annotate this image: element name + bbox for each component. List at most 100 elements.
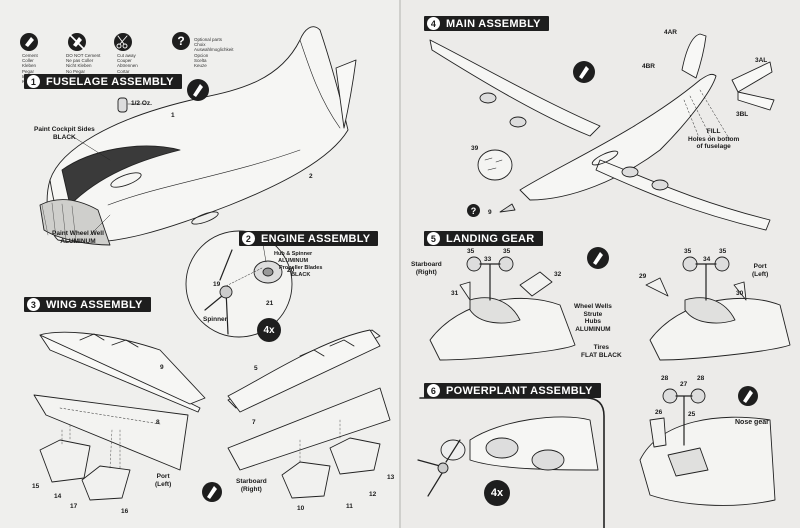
note-line: BLACK [291, 271, 311, 278]
note-line: Paint Cockpit Sides [34, 126, 95, 133]
part-number: 25 [688, 411, 696, 418]
part-number: 4BR [642, 63, 656, 70]
legend-line: Cement [22, 53, 38, 58]
step-title: MAIN ASSEMBLY [446, 17, 541, 30]
note-line: FLAT BLACK [581, 351, 622, 359]
legend-optional-parts: Optional parts Choix Auswahlmoglichkeit … [194, 37, 234, 68]
landing-gear-drawing [429, 256, 791, 361]
part-number: 39 [471, 145, 479, 152]
part-number: 9 [160, 364, 164, 371]
part-number: 35 [684, 248, 692, 255]
wing-cement-icon [202, 482, 222, 502]
nose-gear-label: Nose gear [735, 419, 769, 426]
note-line: Propeller Blades [279, 265, 323, 271]
step-title: LANDING GEAR [446, 232, 535, 245]
part-number: 35 [503, 248, 511, 255]
do-not-cement-icon [68, 33, 86, 51]
port-wing-label: Port (Left) [155, 473, 171, 488]
landing-paint-icon [587, 247, 609, 269]
part-number: 3BL [736, 111, 749, 118]
part-number: 26 [655, 409, 663, 416]
legend-line: Abtrennen [117, 63, 138, 69]
label-line: (Left) [155, 480, 172, 488]
step-6-header: 6 POWERPLANT ASSEMBLY [424, 383, 601, 398]
label-line: Port [753, 263, 767, 270]
step-number: 2 [242, 232, 255, 245]
note-line: ALUMINUM [60, 237, 96, 245]
note-line: Holes on bottom [688, 135, 740, 143]
part-number: 21 [266, 300, 274, 307]
step-1-header: 1 FUSELAGE ASSEMBLY [24, 74, 182, 89]
fuselage-paint-icon [187, 79, 209, 101]
main-paint-icon [573, 61, 595, 83]
step-2-header: 2 ENGINE ASSEMBLY [239, 231, 379, 246]
part-number: 10 [297, 505, 305, 512]
port-gear-label: Port (Left) [752, 263, 768, 278]
tires-paint-note: Tires FLAT BLACK [581, 344, 622, 359]
step-title: FUSELAGE ASSEMBLY [46, 75, 174, 88]
step-5-header: 5 LANDING GEAR [424, 231, 543, 246]
part-number: 7 [252, 419, 256, 426]
legend-line: Opcion [194, 52, 209, 58]
step-number: 6 [427, 384, 440, 397]
step-title: POWERPLANT ASSEMBLY [446, 384, 593, 397]
optional-parts-icon: ? [172, 32, 190, 50]
legend-line: Kleben [22, 63, 37, 69]
note-line: Paint Wheel Well [52, 230, 104, 237]
part-number: 4AR [664, 29, 678, 36]
note-line: Hub & Spinner [274, 251, 313, 257]
step-number: 4 [427, 17, 440, 30]
note-line: Strute [583, 310, 603, 318]
legend-line: Nicht Kleben [66, 63, 92, 69]
part-number: 30 [736, 290, 744, 297]
label-line: Port [156, 473, 170, 480]
label-line: (Right) [240, 485, 262, 493]
legend-line: Ne pas Coller [66, 58, 94, 64]
weight-note: 1/2 Oz. [131, 100, 152, 107]
part-number: 20 [287, 267, 295, 274]
note-line: Wheel Wells [574, 303, 612, 310]
part-number: 12 [369, 491, 377, 498]
legend-line: Optional parts [194, 37, 223, 42]
part-number: 9 [488, 209, 492, 216]
part-number: 15 [32, 483, 40, 490]
part-number: 13 [387, 474, 395, 481]
step-number: 5 [427, 232, 440, 245]
main-assembly-drawing [429, 33, 775, 231]
hub-paint-note: Hub & Spinner ALUMINUM [274, 251, 312, 264]
step-number: 1 [27, 75, 40, 88]
port-wing-drawing [33, 331, 206, 501]
part-number: 17 [70, 503, 78, 510]
label-line: (Left) [752, 270, 769, 278]
legend-line: Keuze [194, 63, 207, 69]
note-line: FILL [706, 128, 721, 135]
gear-paint-note: Wheel Wells Strute Hubs ALUMINUM [574, 303, 612, 333]
page-fold [399, 0, 401, 528]
legend-line: Couper [117, 58, 132, 64]
part-number: 31 [451, 290, 459, 297]
note-line: of fuselage [696, 143, 731, 150]
step-number: 3 [27, 298, 40, 311]
part-number: 2 [309, 173, 313, 180]
legend-line: Cut away [117, 53, 136, 58]
cut-away-icon [114, 33, 132, 51]
note-line: ALUMINUM [575, 325, 611, 333]
part-number: 32 [554, 271, 562, 278]
part-number: 34 [703, 256, 711, 263]
multiplier-badge: 4x [257, 318, 281, 342]
part-number: 19 [213, 281, 221, 288]
part-number: 3AL [755, 57, 768, 64]
legend-line: No Pegar [66, 68, 86, 74]
note-line: ALUMINUM [278, 257, 309, 264]
fuselage-drawing [39, 26, 357, 246]
label-line: Starboard [411, 261, 442, 268]
part-number: 5 [254, 365, 258, 372]
part-number: 8 [156, 419, 160, 426]
fill-holes-note: FILL Holes on bottom of fuselage [688, 128, 739, 151]
label-line: Starboard [236, 478, 267, 485]
legend-line: DO NOT Cement [66, 53, 101, 58]
step-4-header: 4 MAIN ASSEMBLY [424, 16, 549, 31]
cement-icon [20, 33, 38, 51]
note-line: Hubs [584, 318, 602, 325]
